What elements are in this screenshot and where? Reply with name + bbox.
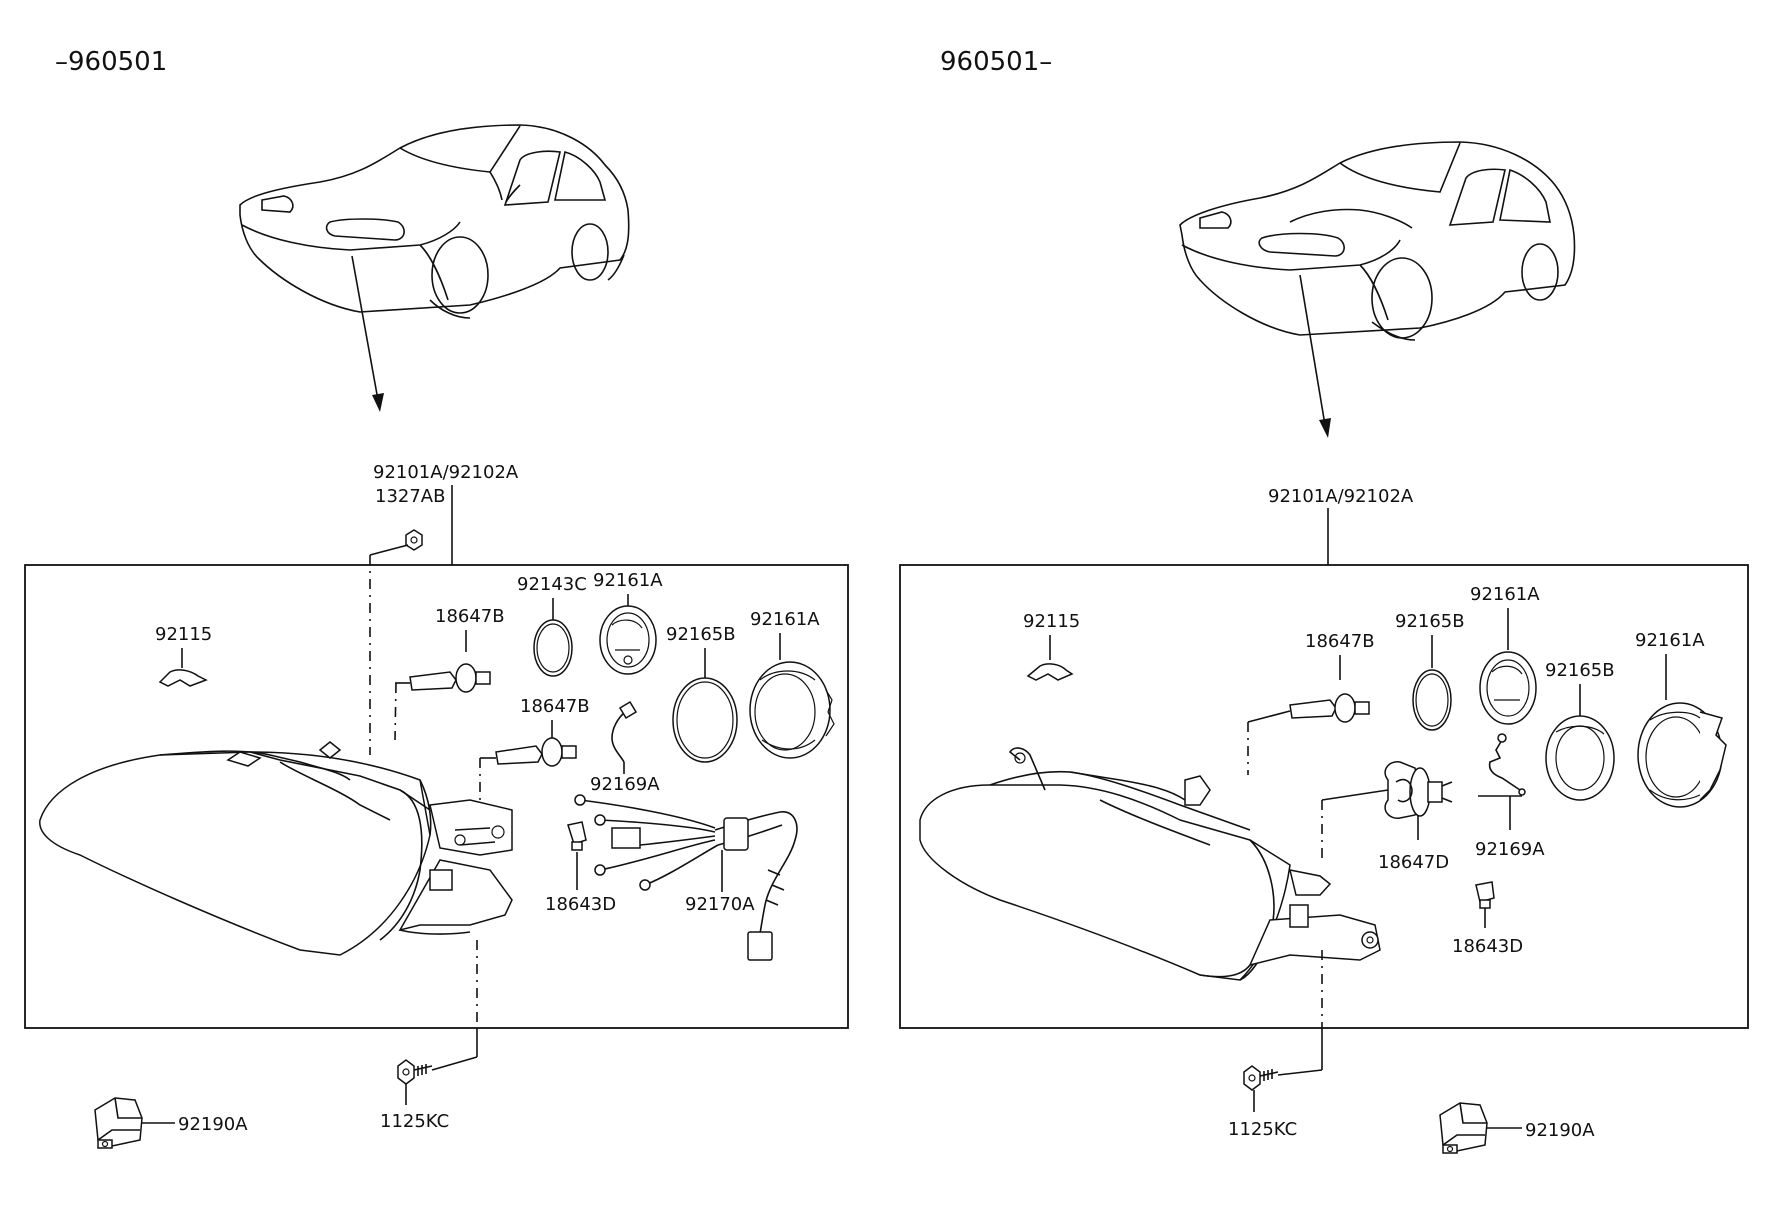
- label-left-1327AB: 1327AB: [375, 486, 445, 507]
- arrow-head-right: [1319, 418, 1331, 438]
- label-right-1125KC: 1125KC: [1228, 1119, 1297, 1140]
- header-left: –960501: [55, 47, 167, 77]
- wire-92169A-left: [611, 711, 626, 763]
- label-left-92101A: 92101A/92102A: [373, 462, 519, 483]
- cap-92161A-small-right: [1479, 651, 1537, 725]
- label-left-92170A: 92170A: [685, 894, 755, 915]
- label-left-1125KC: 1125KC: [380, 1111, 449, 1132]
- cap-92161A-large-right: [1637, 702, 1727, 808]
- label-left-18647B-mid: 18647B: [520, 696, 590, 717]
- label-right-92165B-large: 92165B: [1545, 660, 1615, 681]
- label-left-92143C: 92143C: [517, 574, 587, 595]
- bulb-18647D-right: [1384, 761, 1453, 819]
- label-right-92101A: 92101A/92102A: [1268, 486, 1414, 507]
- label-left-92165B: 92165B: [666, 624, 736, 645]
- bracket-92115-right: [1026, 663, 1074, 681]
- label-right-92169A: 92169A: [1475, 839, 1545, 860]
- socket-18643D-left: [567, 821, 587, 851]
- ring-92143C-left: [533, 619, 573, 677]
- label-left-92161A-small: 92161A: [593, 570, 663, 591]
- actuator-92190A-left: [94, 1097, 143, 1149]
- harness-92170A-left: [574, 794, 798, 961]
- label-right-92115: 92115: [1023, 611, 1080, 632]
- label-right-92161A-small: 92161A: [1470, 584, 1540, 605]
- car-illustration-right: [1179, 141, 1576, 341]
- ring-92165B-left: [672, 677, 738, 763]
- label-right-18643D: 18643D: [1452, 936, 1523, 957]
- wire-92169A-right: [1488, 733, 1526, 796]
- screw-1125KC-right: [1243, 1065, 1279, 1091]
- cap-92161A-large-left: [749, 661, 835, 759]
- arrow-line-right: [1299, 274, 1326, 426]
- label-right-18647D: 18647D: [1378, 852, 1449, 873]
- label-right-92190A: 92190A: [1525, 1120, 1595, 1141]
- bulb-18647B-right: [1289, 693, 1370, 723]
- label-left-92161A-large: 92161A: [750, 609, 820, 630]
- label-left-92115: 92115: [155, 624, 212, 645]
- nut-1327AB-left: [405, 529, 423, 551]
- label-left-18647B-top: 18647B: [435, 606, 505, 627]
- screw-1125KC-left: [397, 1059, 433, 1085]
- header-right: 960501–: [940, 47, 1052, 77]
- headlamp-assembly-right: [919, 747, 1381, 981]
- arrow-head-left: [372, 393, 384, 412]
- label-left-92190A: 92190A: [178, 1114, 248, 1135]
- label-left-92169A: 92169A: [590, 774, 660, 795]
- actuator-92190A-right: [1439, 1102, 1488, 1154]
- bracket-92115-left: [158, 669, 208, 687]
- headlamp-assembly-left: [39, 741, 513, 956]
- ring-92165B-small-right: [1412, 669, 1452, 731]
- label-right-92165B-small: 92165B: [1395, 611, 1465, 632]
- arrow-line-left: [351, 255, 379, 401]
- socket-18643D-right: [1475, 881, 1495, 909]
- label-right-18647B: 18647B: [1305, 631, 1375, 652]
- car-illustration-left: [239, 124, 630, 319]
- label-left-18643D: 18643D: [545, 894, 616, 915]
- bulb-18647B-mid-left: [495, 737, 577, 767]
- ring-92165B-large-right: [1545, 715, 1615, 801]
- cap-92161A-small-left: [599, 605, 657, 675]
- label-right-92161A-large: 92161A: [1635, 630, 1705, 651]
- bulb-18647B-top-left: [396, 663, 491, 693]
- assembly-box-right: [899, 564, 1749, 1029]
- assembly-box-left: [24, 564, 849, 1029]
